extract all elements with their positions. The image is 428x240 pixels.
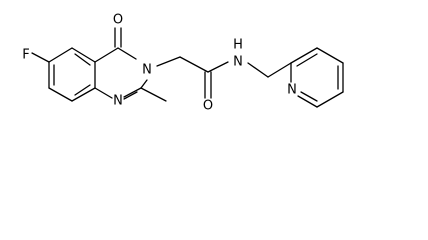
bond <box>247 62 269 78</box>
ring-n3-label: N <box>142 63 152 78</box>
pyrimidinone-ring <box>94 47 148 100</box>
bond <box>48 87 73 102</box>
substituents <box>31 27 292 102</box>
bond <box>179 56 209 73</box>
bond <box>123 87 142 98</box>
ring-n1-label: N <box>113 94 123 109</box>
bond <box>71 47 96 63</box>
amide-nitrogen-label: N <box>233 55 243 70</box>
bond <box>94 87 113 99</box>
bond <box>207 61 229 73</box>
bond <box>290 47 318 64</box>
c-f-bond <box>31 52 50 63</box>
methyl-bond <box>140 87 167 102</box>
bond <box>316 91 344 108</box>
bond <box>140 79 148 89</box>
double-bond-inner <box>123 91 138 100</box>
pyridine-ring <box>290 47 344 108</box>
bond <box>297 95 318 108</box>
bond <box>48 47 73 63</box>
bond <box>267 62 292 78</box>
chemical-structure: F O N N O N H N <box>22 13 344 114</box>
bond <box>156 56 181 67</box>
bond <box>94 47 119 63</box>
double-bond-inner <box>74 53 91 66</box>
amide-oxygen-label: O <box>203 99 213 114</box>
bond <box>71 87 96 102</box>
pyridine-nitrogen-label: N <box>287 83 297 98</box>
fluorine-label: F <box>22 48 29 63</box>
benzene-ring <box>48 47 96 102</box>
bond <box>316 47 344 64</box>
double-bond-inner <box>74 84 91 96</box>
double-bond-inner <box>296 53 318 67</box>
keto-oxygen-label: O <box>113 13 123 28</box>
amide-hydrogen-label: H <box>233 38 243 53</box>
bond <box>117 47 137 60</box>
atom-labels: F O N N O N H N <box>22 13 297 114</box>
double-bond-inner <box>300 91 318 102</box>
